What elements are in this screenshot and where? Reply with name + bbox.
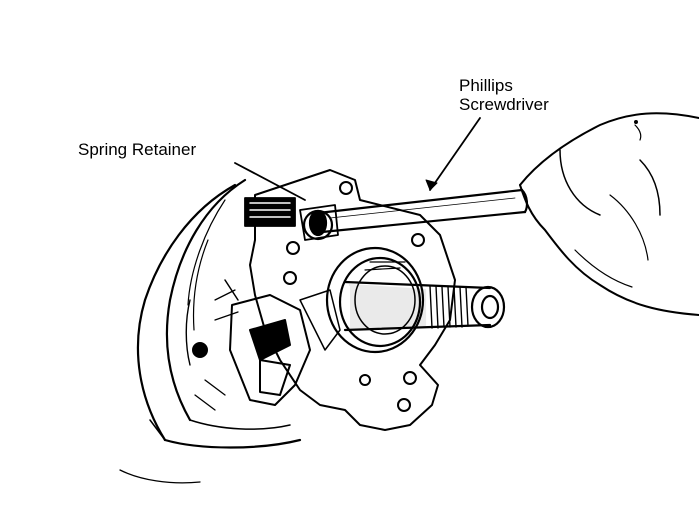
spring-retainer-leader xyxy=(234,162,306,201)
hand-illustration xyxy=(519,112,699,316)
phillips-screwdriver-label: Phillips Screwdriver xyxy=(459,76,549,114)
phillips-label-line2: Screwdriver xyxy=(459,95,549,114)
spring-retainer-part xyxy=(244,197,339,241)
spring-retainer-label: Spring Retainer xyxy=(78,140,197,159)
screwdriver-illustration xyxy=(308,188,529,237)
phillips-label-line1: Phillips xyxy=(459,76,513,95)
flange-plate xyxy=(249,169,456,431)
screwdriver-leader xyxy=(429,117,481,191)
stray-mark xyxy=(634,120,638,124)
backing-plate xyxy=(119,178,302,484)
brake-shoe xyxy=(185,279,341,411)
axle-hub xyxy=(325,246,506,354)
